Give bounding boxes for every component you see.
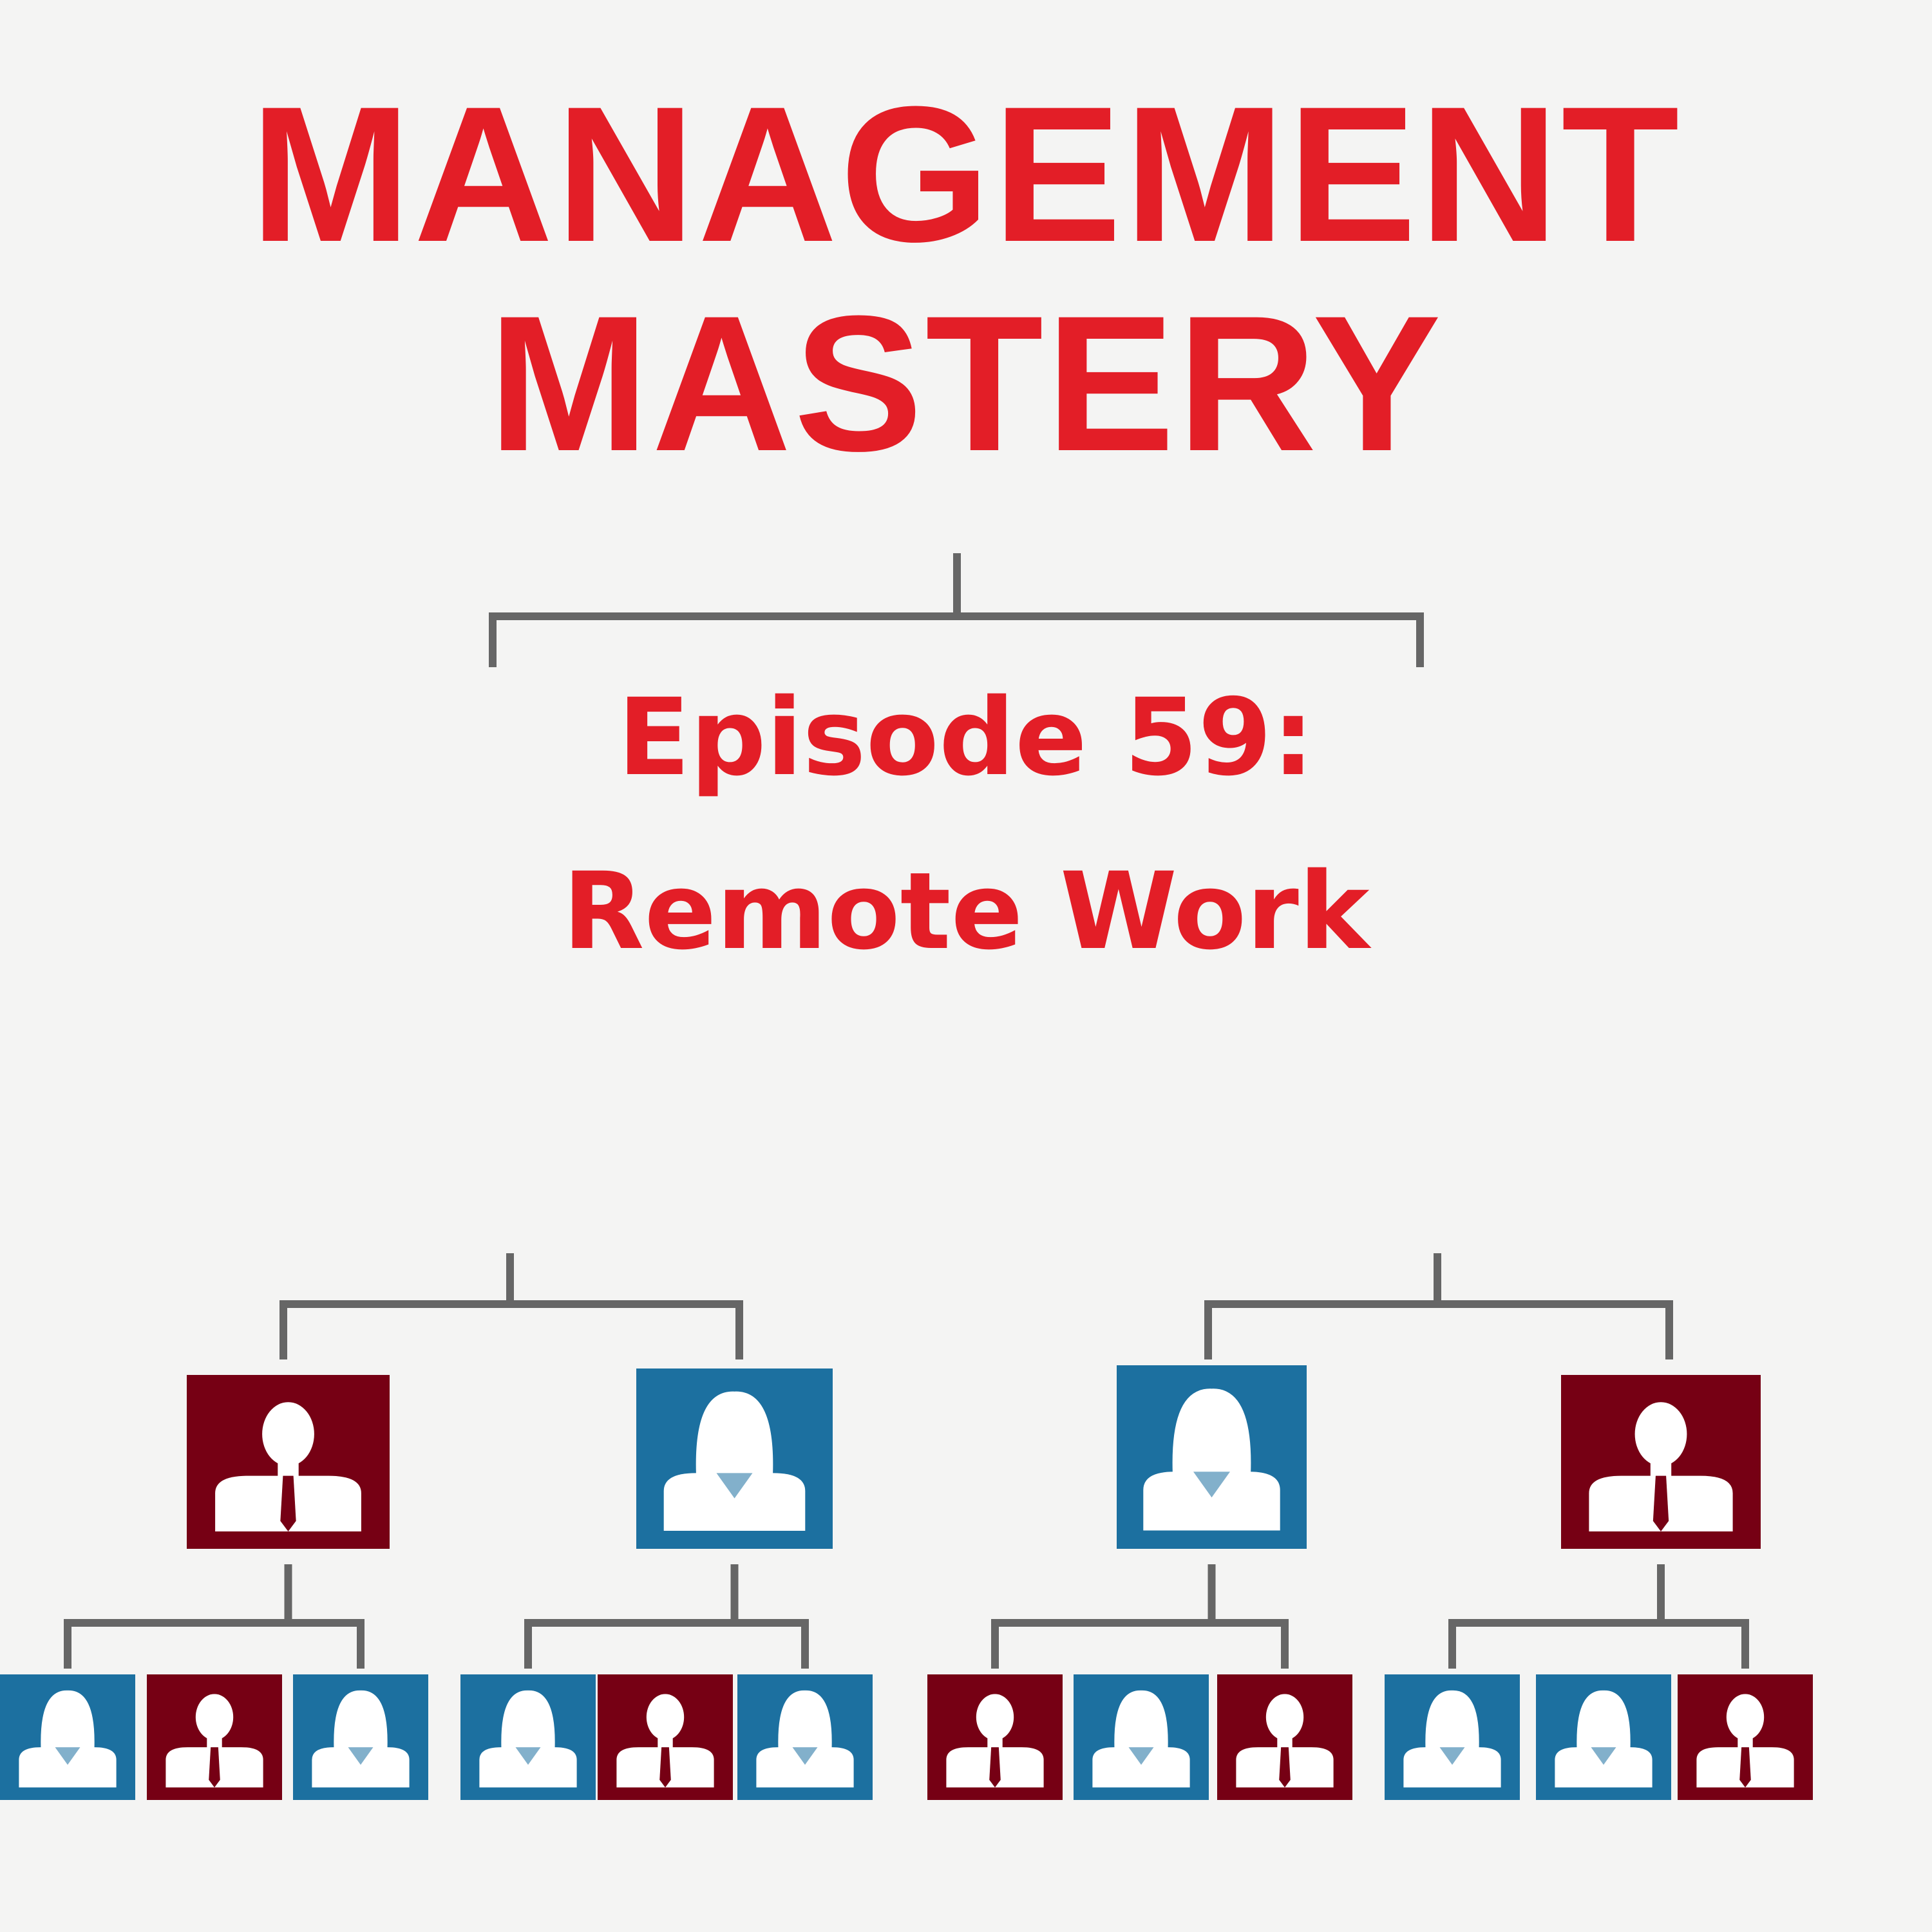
org-chart-connectors [64,553,1749,1669]
person-hair [1577,1690,1631,1750]
report-box-4-3 [1678,1674,1813,1800]
person-torso [1143,1472,1280,1531]
person-tie [280,1475,296,1531]
person-hair [1114,1690,1168,1750]
person-collar [792,1747,818,1765]
female-person-icon [479,1690,577,1788]
male-person-icon [215,1402,361,1531]
female-person-icon [756,1690,854,1788]
report-box-4-2 [1536,1674,1671,1800]
female-person-icon [19,1690,117,1788]
org-chart-boxes [0,1365,1813,1800]
person-collar [348,1747,374,1765]
male-person-icon [1589,1402,1733,1531]
person-torso [1403,1747,1501,1788]
person-hair [778,1690,832,1750]
person-collar [515,1747,541,1765]
report-box-3-2 [1074,1674,1209,1800]
person-collar [1193,1472,1230,1498]
person-hair [696,1391,773,1476]
person-head [1265,1694,1304,1741]
person-collar [55,1747,80,1765]
person-hair [1172,1388,1251,1475]
report-box-2-3 [737,1674,873,1800]
person-head [262,1402,314,1466]
female-person-icon [1143,1388,1280,1531]
male-person-icon [616,1694,714,1788]
person-hair [1425,1690,1479,1750]
person-head [976,1694,1014,1741]
report-box-3-1 [927,1674,1063,1800]
male-person-icon [166,1694,263,1788]
person-hair [501,1690,555,1750]
person-tie [1279,1747,1291,1788]
female-person-icon [1092,1690,1190,1788]
person-collar [1439,1747,1465,1765]
report-box-1-2 [147,1674,282,1800]
male-person-icon [1236,1694,1334,1788]
person-head [646,1694,685,1741]
person-torso [19,1747,117,1788]
person-tie [989,1747,1001,1788]
person-tie [209,1747,220,1788]
person-torso [479,1747,577,1788]
person-tie [1653,1475,1669,1531]
person-torso [312,1747,410,1788]
title-line-1: MANAGEMENT [250,66,1682,282]
report-box-3-3 [1217,1674,1352,1800]
episode-number: Episode 59: [617,676,1314,799]
report-box-2-2 [598,1674,733,1800]
manager-box-4 [1561,1375,1761,1549]
person-head [1726,1694,1765,1741]
person-collar [716,1473,753,1499]
person-torso [1555,1747,1653,1788]
person-torso [756,1747,854,1788]
person-collar [1128,1747,1154,1765]
title-line-2: MASTERY [488,275,1444,491]
person-collar [1591,1747,1616,1765]
person-tie [659,1747,671,1788]
manager-box-2 [636,1368,833,1549]
male-person-icon [1696,1694,1794,1788]
female-person-icon [1555,1690,1653,1788]
person-tie [1739,1747,1751,1788]
person-torso [1092,1747,1190,1788]
report-box-1-3 [293,1674,428,1800]
person-hair [334,1690,388,1750]
report-box-2-1 [460,1674,596,1800]
person-hair [41,1690,95,1750]
female-person-icon [663,1391,806,1531]
manager-box-1 [187,1375,390,1549]
episode-topic: Remote Work [562,849,1370,973]
person-torso [663,1473,806,1531]
female-person-icon [312,1690,410,1788]
male-person-icon [946,1694,1044,1788]
female-person-icon [1403,1690,1501,1788]
person-head [1634,1402,1687,1466]
manager-box-3 [1117,1365,1307,1549]
report-box-4-1 [1385,1674,1520,1800]
report-box-1-1 [0,1674,135,1800]
person-head [195,1694,234,1741]
